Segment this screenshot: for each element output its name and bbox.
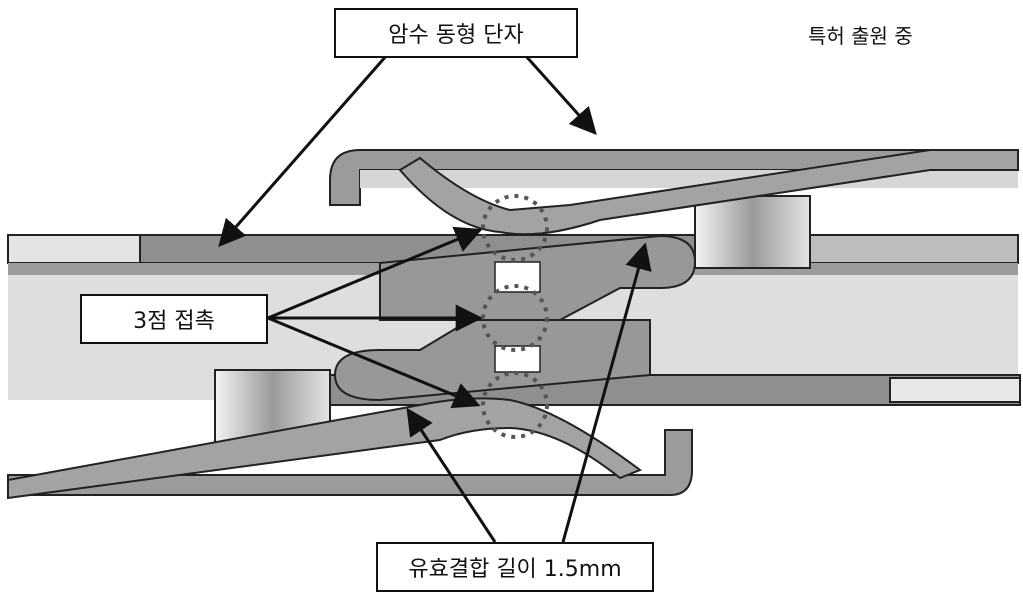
label-male-female-terminal: 암수 동형 단자 (334, 8, 578, 58)
contact-point-2 (481, 284, 549, 352)
arrow-contact-1 (267, 226, 483, 320)
arrow-contact-3 (267, 316, 481, 409)
contact-point-3 (481, 371, 549, 439)
lower-rail-end (889, 377, 1021, 403)
upper-spring-arm (398, 149, 1019, 236)
label-three-point-contact: 3점 접촉 (80, 294, 268, 344)
arrow-length-left (406, 407, 497, 543)
lower-housing (7, 429, 693, 496)
contact-point-1 (481, 194, 549, 262)
upper-block (694, 195, 811, 269)
lower-spring-arm (7, 397, 643, 500)
arrow-terminal-left (218, 54, 389, 248)
arrow-terminal-right (523, 53, 597, 136)
upper-housing-inner (360, 170, 1018, 188)
label-effective-mating-length: 유효결합 길이 1.5mm (376, 542, 654, 592)
arrow-length-right (561, 242, 652, 543)
label-patent-pending: 특허 출원 중 (808, 24, 913, 48)
upper-rail-end (7, 234, 141, 264)
gap-lower (494, 345, 541, 373)
